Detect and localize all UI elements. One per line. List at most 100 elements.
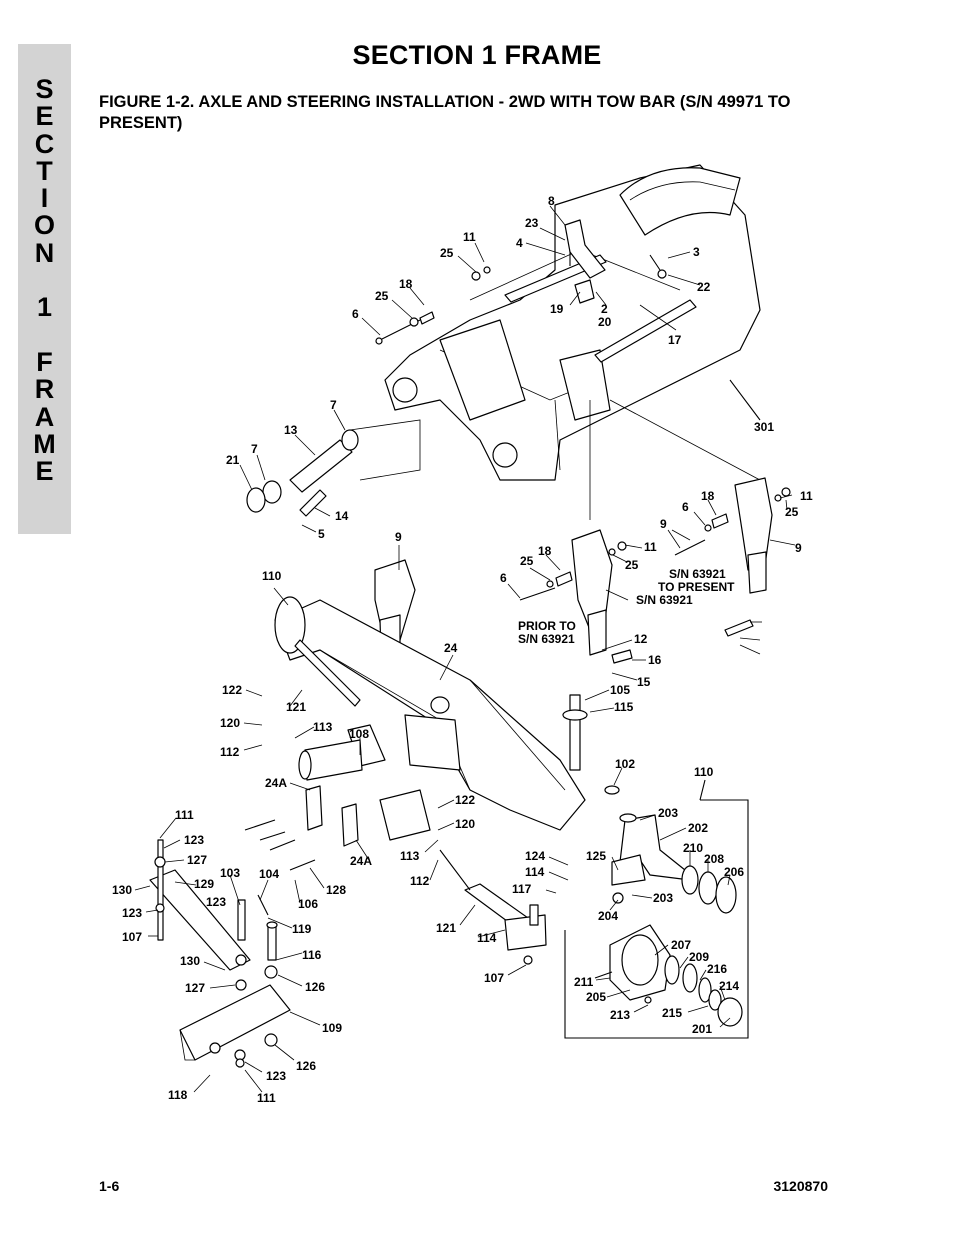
callout: 119: [292, 922, 312, 936]
callout: 122: [455, 793, 475, 807]
callout: 2: [601, 302, 608, 316]
callout: 25: [375, 289, 389, 303]
callout: 211: [574, 975, 594, 989]
callout: 210: [683, 841, 703, 855]
callout: 18: [701, 489, 715, 503]
callout: 111: [257, 1091, 276, 1105]
callout: 111: [175, 808, 194, 822]
upper-hardware: [375, 219, 791, 601]
callout: 102: [615, 757, 635, 771]
callout: 3: [693, 245, 700, 259]
callout: 122: [222, 683, 242, 697]
callout: 125: [586, 849, 606, 863]
callout: 24A: [265, 776, 287, 790]
callout: 7: [330, 398, 337, 412]
callout: 109: [322, 1021, 342, 1035]
callout: 9: [395, 530, 402, 544]
callout: 130: [180, 954, 200, 968]
callout: 110: [694, 765, 714, 779]
callout: 123: [184, 833, 204, 847]
callout: 207: [671, 938, 691, 952]
callout: 104: [259, 867, 279, 881]
callout: 126: [305, 980, 325, 994]
callout: 7: [251, 442, 258, 456]
callout: 21: [226, 453, 240, 467]
callout: 130: [112, 883, 132, 897]
callout: 113: [313, 720, 333, 734]
callout: 112: [220, 745, 240, 759]
callout: 209: [689, 950, 709, 964]
hub-detail-leader: [699, 779, 706, 801]
callout-labels: 8 23 11 4 25 3 22 18 25 19 2 20 6 17 7 1…: [112, 194, 813, 1105]
callout: 14: [335, 509, 349, 523]
callout: 108: [349, 727, 369, 741]
callout: 128: [326, 883, 346, 897]
callout: 202: [688, 821, 708, 835]
callout: 6: [500, 571, 507, 585]
callout: 116: [302, 948, 322, 962]
callout: 23: [525, 216, 539, 230]
callout: 208: [704, 852, 724, 866]
callout: 22: [697, 280, 711, 294]
callout: 17: [668, 333, 682, 347]
callout: 123: [206, 895, 226, 909]
callout: 12: [634, 632, 648, 646]
document-number: 3120870: [773, 1178, 828, 1194]
callout: 118: [168, 1088, 188, 1102]
callout: 121: [286, 700, 306, 714]
callout: 18: [538, 544, 552, 558]
note-sn63921-to-present-line1: S/N 63921: [669, 567, 726, 581]
callout: 19: [550, 302, 564, 316]
callout: 121: [436, 921, 456, 935]
callout: 106: [298, 897, 318, 911]
callout: 203: [658, 806, 678, 820]
callout: 20: [598, 315, 612, 329]
callout: 129: [194, 877, 214, 891]
callout: 127: [185, 981, 205, 995]
callout: 107: [122, 930, 142, 944]
pivot-pin-group: [246, 419, 421, 517]
callout: 123: [266, 1069, 286, 1083]
axle-beam: [274, 596, 620, 847]
callout: 25: [440, 246, 454, 260]
hub-detail-box: [564, 799, 749, 1039]
callout: S/N 63921: [636, 593, 693, 607]
callout: 18: [399, 277, 413, 291]
callout: 24A: [350, 854, 372, 868]
callout: 301: [754, 420, 774, 434]
callout: 216: [707, 962, 727, 976]
callout: 9: [660, 517, 667, 531]
callout: 123: [122, 906, 142, 920]
callout: 107: [484, 971, 504, 985]
callout: 25: [785, 505, 799, 519]
callout: 24: [444, 641, 458, 655]
callout: 5: [318, 527, 325, 541]
frame-chassis: [384, 164, 761, 520]
callout: 117: [512, 882, 532, 896]
callout: 112: [410, 874, 430, 888]
callout: 215: [662, 1006, 682, 1020]
note-prior-to-sn63921-line2: S/N 63921: [518, 632, 575, 646]
note-sn63921-to-present-line2: TO PRESENT: [658, 580, 735, 594]
callout: 11: [463, 230, 476, 244]
callout: 201: [692, 1022, 712, 1036]
callout: 205: [586, 990, 606, 1004]
callout: 203: [653, 891, 673, 905]
callout: 114: [477, 931, 497, 945]
callout: 103: [220, 866, 240, 880]
callout: 206: [724, 865, 744, 879]
callout: 110: [262, 569, 282, 583]
callout: 4: [516, 236, 523, 250]
callout: 120: [455, 817, 475, 831]
callout: 11: [644, 540, 657, 554]
callout: 25: [520, 554, 534, 568]
callout: 105: [610, 683, 630, 697]
page-number: 1-6: [99, 1178, 120, 1194]
callout: 114: [525, 865, 545, 879]
callout: 120: [220, 716, 240, 730]
callout: 6: [682, 500, 689, 514]
callout: 9: [795, 541, 802, 555]
callout: 113: [400, 849, 420, 863]
callout: 15: [637, 675, 651, 689]
